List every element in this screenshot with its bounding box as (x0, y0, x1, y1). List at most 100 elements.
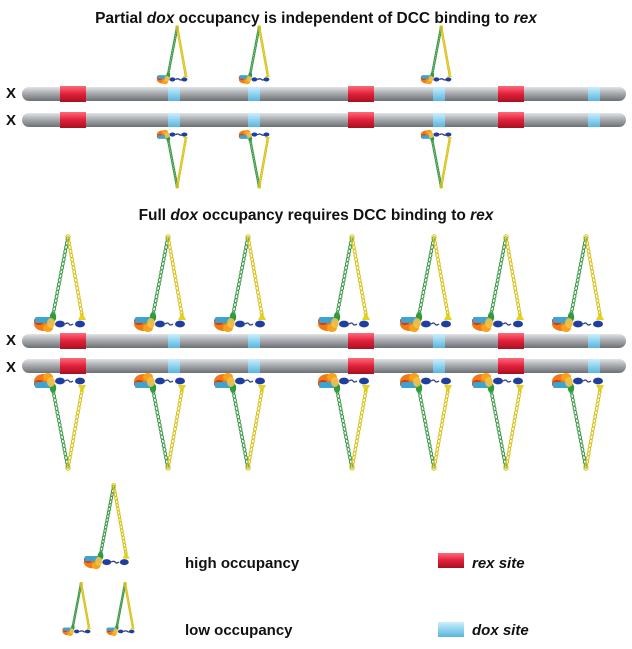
protein-chain (151, 236, 170, 316)
protein-chain (79, 582, 90, 628)
protein-chain (246, 236, 264, 316)
x-chromosome (22, 359, 626, 373)
rex-site (498, 333, 524, 349)
x-chromosome (22, 334, 626, 348)
rex-site-swatch (438, 553, 464, 568)
protein-chain (123, 582, 134, 628)
rex-site (498, 112, 524, 128)
protein-chain (569, 236, 588, 316)
protein-chain (584, 389, 602, 469)
condensin-dcc-icon (134, 373, 186, 471)
chromosome-bar (22, 87, 626, 101)
condensin-dcc-icon (83, 483, 130, 570)
protein-chain (176, 26, 187, 75)
rex-site (348, 86, 374, 102)
x-chromosome (22, 113, 626, 127)
rex-site (60, 112, 86, 128)
protein-chain (231, 236, 250, 316)
protein-chain (489, 389, 508, 469)
dox-site (433, 334, 445, 348)
protein-chain (51, 389, 70, 469)
protein-chain (431, 26, 443, 75)
chromosome-bar (22, 359, 626, 373)
condensin-dcc-icon (214, 373, 266, 471)
protein-chain (176, 139, 187, 188)
protein-chain (71, 582, 83, 628)
protein-chain (66, 389, 84, 469)
chromosome-label: X (6, 85, 17, 102)
protein-chain (167, 139, 179, 188)
legend-high-occupancy-label: high occupancy (185, 555, 300, 572)
rex-site (60, 358, 86, 374)
legend-rex-site-label: rex site (472, 555, 525, 572)
protein-chain (51, 236, 70, 316)
condensin-dcc-icon (156, 25, 188, 85)
protein-chain (258, 139, 269, 188)
dox-site (248, 113, 260, 127)
dox-site (248, 334, 260, 348)
protein-chain (112, 484, 128, 555)
condensin-dcc-icon (214, 234, 266, 332)
dox-site (433, 359, 445, 373)
condensin-dcc-icon (420, 25, 452, 85)
legend-dox-site-label: dox site (472, 622, 529, 639)
condensin-dcc-icon (156, 129, 188, 189)
chromosome-label: X (6, 359, 17, 376)
rex-site (498, 86, 524, 102)
protein-chain (504, 389, 522, 469)
protein-chain (432, 389, 450, 469)
protein-chain (99, 484, 116, 555)
protein-chain (258, 26, 269, 75)
dox-site (588, 113, 600, 127)
condensin-dcc-icon (62, 581, 91, 636)
protein-chain (350, 389, 368, 469)
condensin-dcc-icon (34, 234, 86, 332)
dox-site (588, 334, 600, 348)
dox-site (248, 359, 260, 373)
condensin-dcc-icon (34, 373, 86, 471)
protein-chain (569, 389, 588, 469)
dox-site (168, 113, 180, 127)
protein-chain (489, 236, 508, 316)
protein-chain (335, 236, 354, 316)
rex-site (348, 358, 374, 374)
condensin-dcc-icon (400, 234, 452, 332)
condensin-dcc-icon (400, 373, 452, 471)
dox-site (168, 334, 180, 348)
dox-site (168, 359, 180, 373)
condensin-dcc-icon (318, 234, 370, 332)
protein-chain (432, 236, 450, 316)
protein-chain (350, 236, 368, 316)
protein-chain (246, 389, 264, 469)
condensin-dcc-icon (552, 234, 604, 332)
condensin-dcc-icon (238, 129, 270, 189)
protein-chain (584, 236, 602, 316)
protein-chain (335, 389, 354, 469)
dox-site-swatch (438, 622, 464, 637)
protein-chain (115, 582, 127, 628)
condensin-dcc-icon (552, 373, 604, 471)
protein-chain (504, 236, 522, 316)
title-full-occupancy: Full dox occupancy requires DCC binding … (138, 207, 494, 224)
dox-site (588, 87, 600, 101)
protein-chain (66, 236, 84, 316)
dox-site (248, 87, 260, 101)
protein-chain (417, 236, 436, 316)
protein-chain (440, 139, 451, 188)
dox-site (433, 113, 445, 127)
protein-chain (417, 389, 436, 469)
protein-chain (166, 389, 184, 469)
condensin-dcc-icon (134, 234, 186, 332)
chromosome-bar (22, 113, 626, 127)
dox-site (433, 87, 445, 101)
rex-site (348, 112, 374, 128)
protein-chain (431, 139, 443, 188)
rex-site (348, 333, 374, 349)
protein-chain (231, 389, 250, 469)
condensin-dcc-icon (472, 373, 524, 471)
chromosome-label: X (6, 332, 17, 349)
chromosome-label: X (6, 112, 17, 129)
rex-site (60, 86, 86, 102)
